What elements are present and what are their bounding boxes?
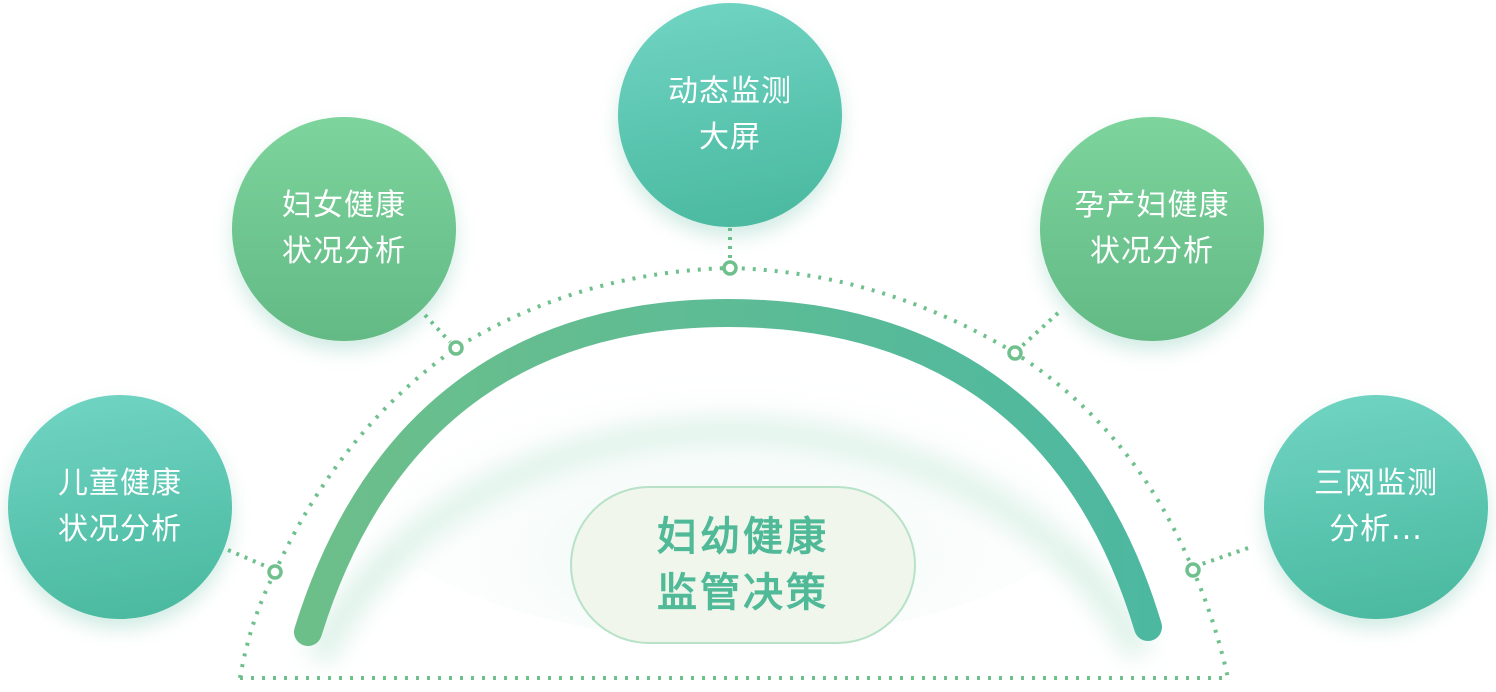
node-child-health-line1: 儿童健康 xyxy=(58,466,182,501)
ring-three-network xyxy=(1185,562,1201,578)
connector-maternal xyxy=(1020,311,1060,348)
node-maternal-health[interactable]: 孕产妇健康 状况分析 xyxy=(1040,117,1264,341)
connector-child xyxy=(227,548,271,570)
center-title-line1: 妇幼健康 xyxy=(657,514,829,560)
node-dynamic-monitor-line1: 动态监测 xyxy=(668,74,792,109)
node-child-health[interactable]: 儿童健康 状况分析 xyxy=(8,395,232,619)
center-glow xyxy=(350,300,1110,640)
ring-women xyxy=(448,340,464,356)
node-child-health-line2: 状况分析 xyxy=(58,512,182,547)
main-arc xyxy=(294,298,1162,646)
node-three-network-line1: 三网监测 xyxy=(1314,466,1438,501)
node-dynamic-monitor-line2: 大屏 xyxy=(699,120,761,155)
ring-maternal xyxy=(1007,345,1023,361)
node-women-health[interactable]: 妇女健康 状况分析 xyxy=(232,117,456,341)
connector-three-network xyxy=(1201,546,1249,566)
node-maternal-health-line1: 孕产妇健康 xyxy=(1074,188,1230,223)
node-three-network[interactable]: 三网监测 分析... xyxy=(1264,395,1488,619)
node-dynamic-monitor[interactable]: 动态监测 大屏 xyxy=(618,3,842,227)
center-title-pill: 妇幼健康 监管决策 xyxy=(570,486,916,644)
node-women-health-line2: 状况分析 xyxy=(282,234,406,269)
ring-dynamic xyxy=(722,260,738,276)
node-maternal-health-line2: 状况分析 xyxy=(1090,234,1214,269)
node-women-health-line1: 妇女健康 xyxy=(282,188,406,223)
connector-women xyxy=(423,313,452,344)
ring-child xyxy=(267,564,283,580)
node-three-network-line2: 分析... xyxy=(1329,512,1423,547)
center-title-line2: 监管决策 xyxy=(657,570,829,616)
